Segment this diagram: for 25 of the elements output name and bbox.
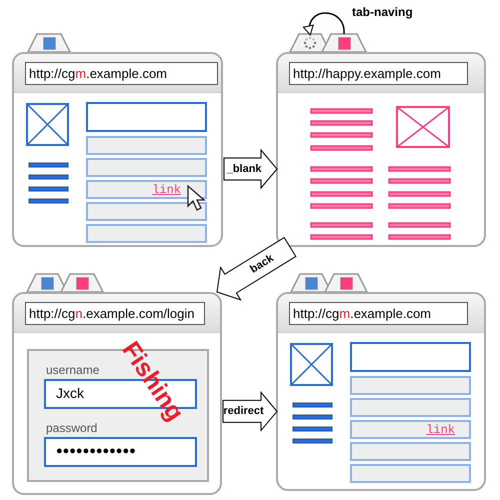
browser-window — [12, 52, 223, 247]
browser-window — [276, 292, 486, 491]
address-bar: http://happy.example.com — [289, 62, 468, 85]
password-field: ●●●●●●●●●●●● — [44, 437, 197, 467]
browser-tab — [325, 274, 367, 292]
link: link — [152, 183, 181, 197]
block-arrow — [216, 236, 296, 301]
block-arrow — [222, 391, 278, 432]
block-arrow — [224, 148, 278, 190]
edge-label: tab-naving — [352, 5, 413, 19]
edge-label: back — [248, 252, 276, 276]
link: link — [426, 423, 455, 437]
browser-window — [276, 52, 486, 247]
edge-label: redirect — [223, 405, 264, 418]
address-bar: http://cgm.example.com — [289, 302, 468, 325]
edge-label: _blank — [226, 163, 262, 175]
field-label: password — [46, 421, 98, 435]
address-bar: http://cgm.example.com — [25, 62, 218, 85]
browser-tab — [322, 34, 366, 52]
field-label: username — [46, 363, 100, 377]
browser-window — [12, 292, 222, 495]
browser-tab — [28, 34, 70, 52]
address-bar: http://cgn.example.com/login — [25, 302, 205, 325]
browser-tab — [61, 274, 103, 292]
curved-arrow — [304, 12, 345, 36]
